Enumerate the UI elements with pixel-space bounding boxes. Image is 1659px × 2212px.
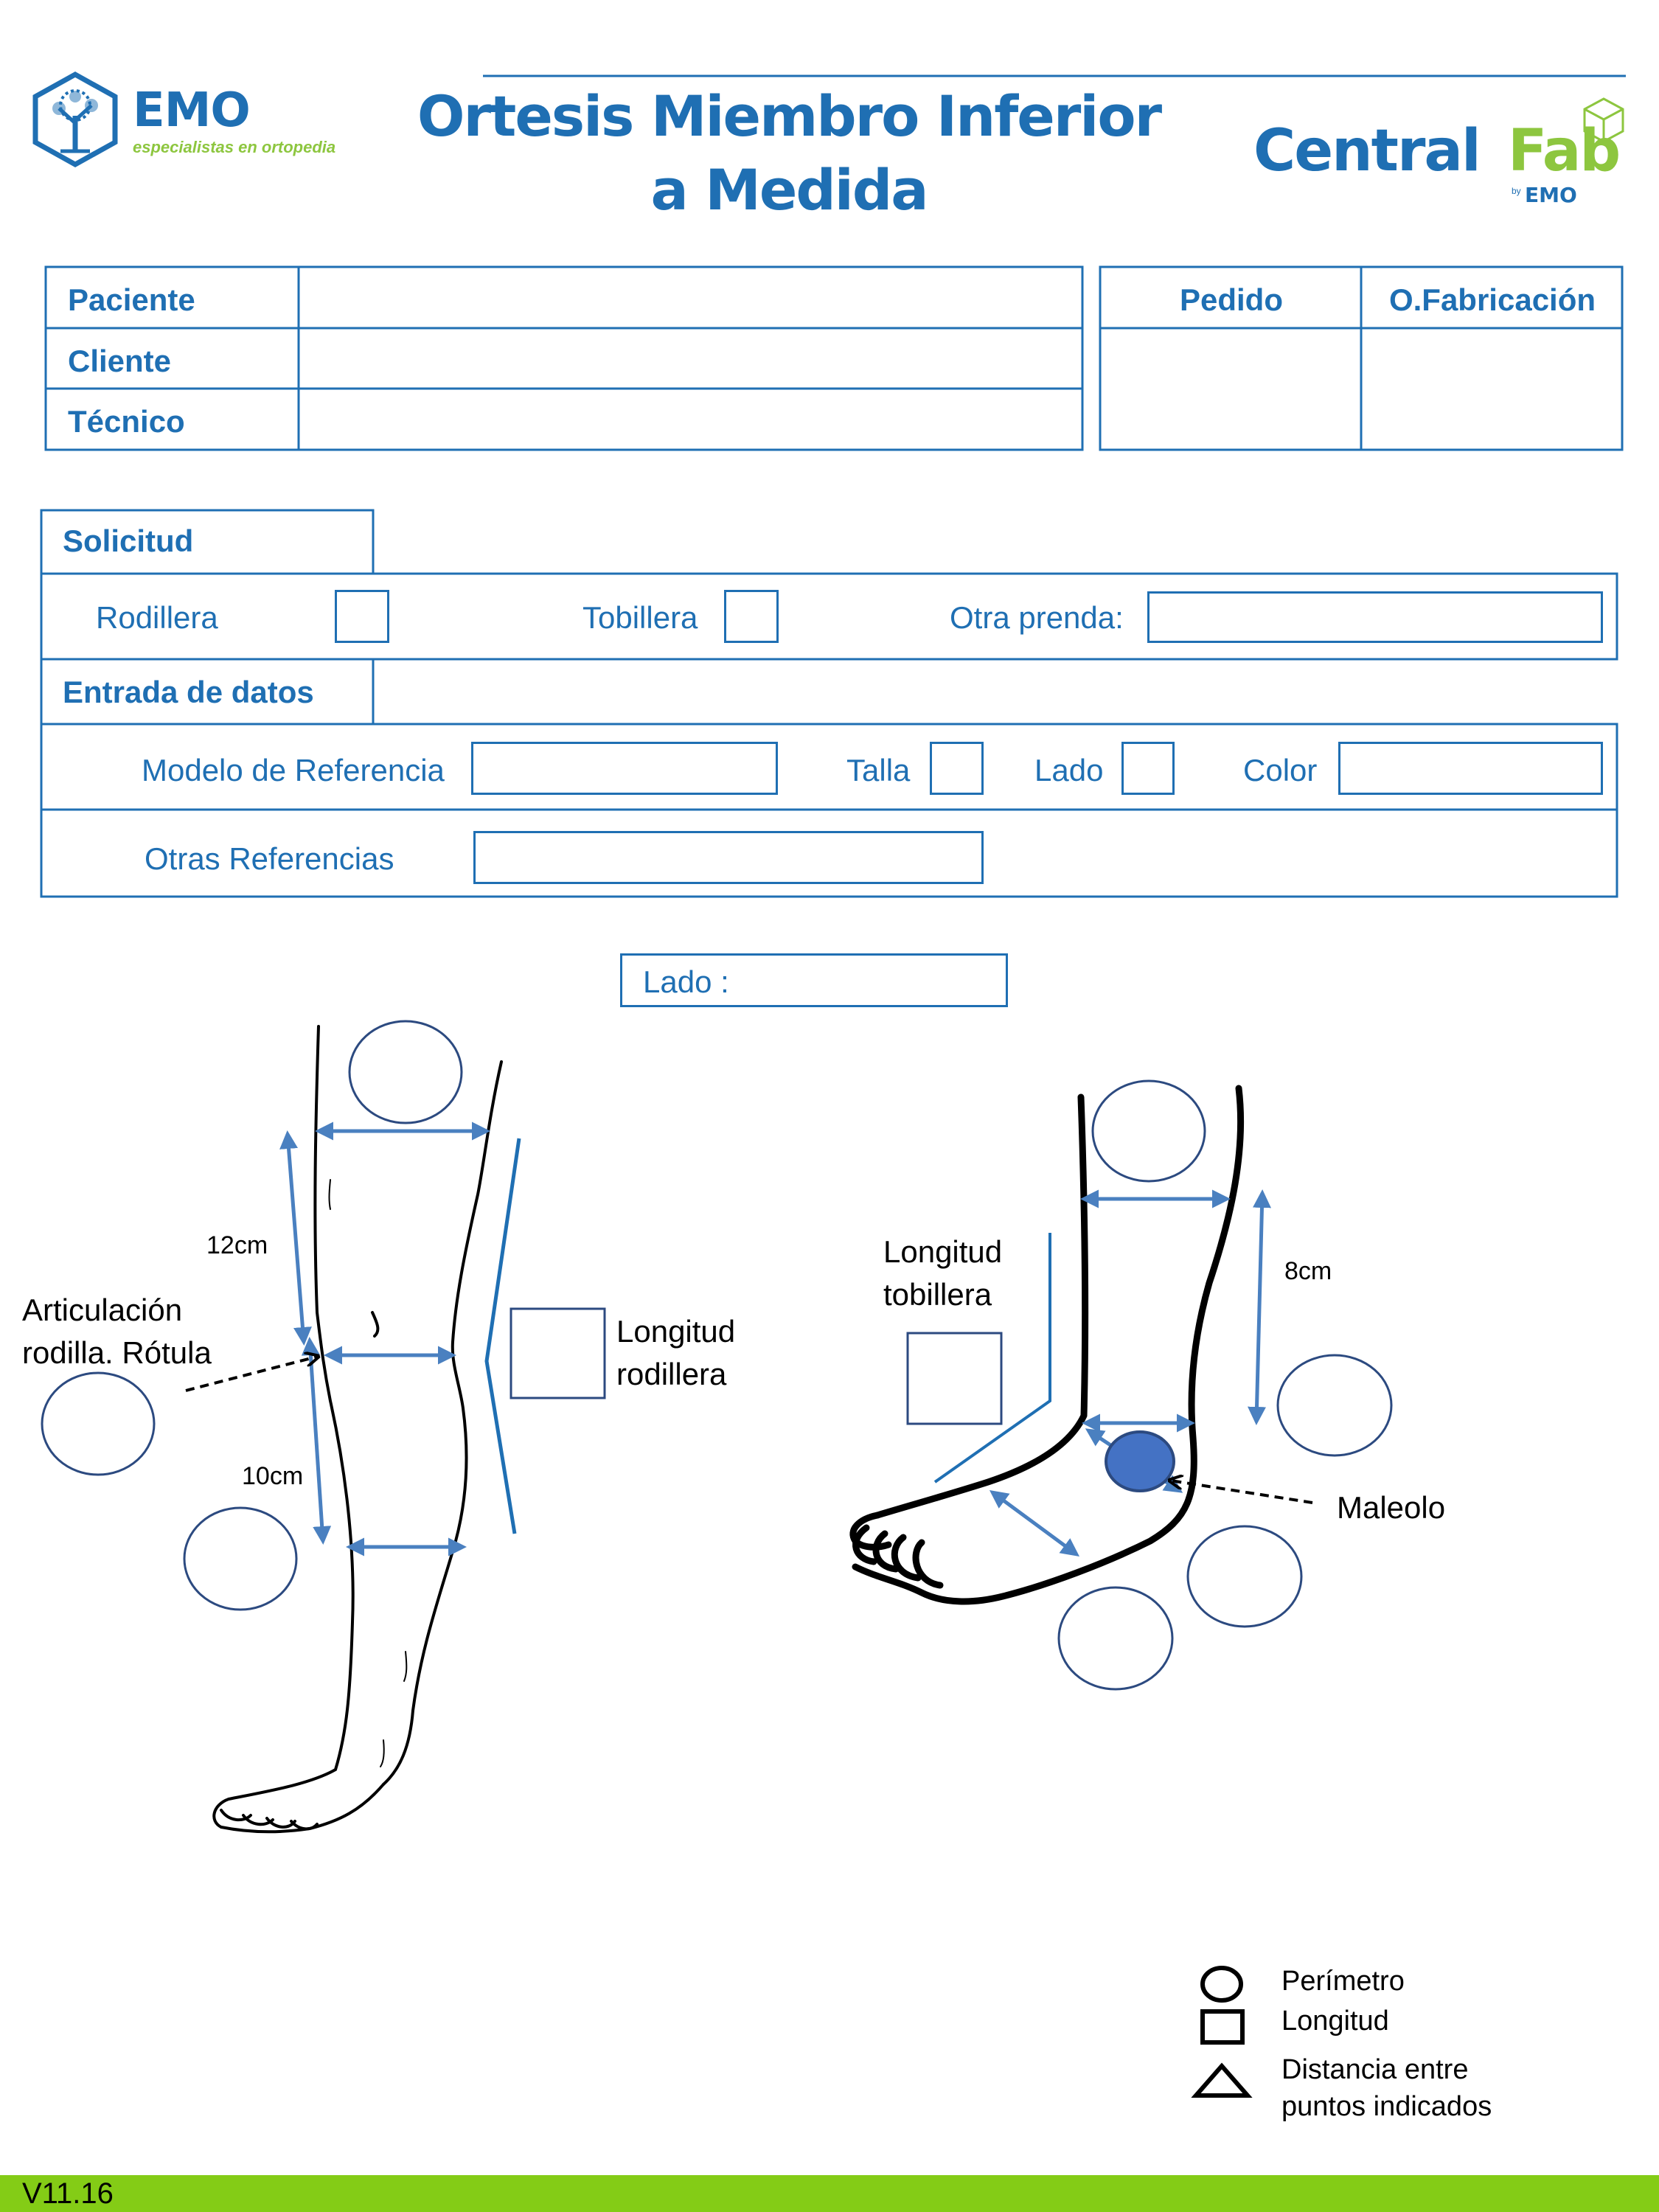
talla-label: Talla	[846, 753, 911, 787]
otras-referencias-input[interactable]	[473, 831, 984, 884]
page-title-line1: Ortesis Miembro Inferior	[417, 83, 1162, 149]
lado-side-label: Lado :	[643, 964, 729, 999]
tobillera-label: Tobillera	[582, 600, 698, 635]
entrada-title: Entrada de datos	[63, 675, 314, 709]
ankle-length-square	[906, 1332, 1003, 1425]
pedido-header: Pedido	[1179, 282, 1283, 317]
request-form-grid	[40, 509, 1618, 898]
modelo-label: Modelo de Referencia	[142, 753, 445, 787]
ankle-diagram	[849, 1079, 1393, 1691]
perimeter-circle	[183, 1506, 298, 1611]
articulacion-label-line1: Articulación	[22, 1293, 183, 1327]
color-label: Color	[1243, 753, 1318, 787]
knee-diagram	[41, 1020, 606, 1834]
legend-triangle-icon	[1191, 2062, 1253, 2098]
maleolo-label: Maleolo	[1337, 1490, 1446, 1525]
lado-checkbox[interactable]	[1121, 742, 1175, 795]
paciente-label: Paciente	[68, 282, 195, 317]
cliente-label: Cliente	[68, 344, 172, 378]
tobillera-checkbox[interactable]	[724, 590, 779, 643]
perimeter-circle	[348, 1020, 463, 1124]
legend-longitud: Longitud	[1281, 2006, 1389, 2037]
ankle-length-line	[933, 1233, 1051, 1484]
ankle-distance: 8cm	[1284, 1257, 1332, 1285]
centralfab-logo: Central Fab by EMO	[1253, 96, 1637, 214]
ofabricacion-header: O.Fabricación	[1388, 282, 1596, 317]
rodillera-label: Rodillera	[96, 600, 218, 635]
knee-upper-distance: 12cm	[206, 1231, 268, 1259]
patient-table-grid	[44, 265, 1624, 451]
knee-length-square	[509, 1307, 606, 1399]
legend-circle-icon	[1200, 1966, 1243, 2003]
modelo-input[interactable]	[471, 742, 778, 795]
version-label: V11.16	[22, 2177, 114, 2210]
lado-label: Lado	[1034, 753, 1104, 787]
perimeter-circle	[1091, 1079, 1206, 1183]
emo-logo-tagline: especialistas en ortopedia	[133, 138, 336, 156]
centralfab-logo-central: Central	[1253, 118, 1481, 184]
centralfab-logo-fab: Fab	[1508, 118, 1621, 184]
emo-logo-name: EMO	[133, 83, 251, 138]
longitud-tobillera-line1: Longitud	[883, 1234, 1003, 1269]
talla-checkbox[interactable]	[930, 742, 984, 795]
emo-tree-icon	[32, 71, 118, 168]
legend-perimetro: Perímetro	[1281, 1966, 1405, 1997]
malleolus-marker	[1105, 1430, 1175, 1492]
perimeter-circle	[41, 1371, 156, 1476]
legend-distancia-line2: puntos indicados	[1281, 2091, 1492, 2122]
leg-outline	[212, 1025, 503, 1834]
centralfab-logo-emo: EMO	[1525, 183, 1577, 207]
knee-length-line	[484, 1138, 521, 1534]
otra-prenda-label: Otra prenda:	[950, 600, 1124, 635]
lado-side-field[interactable]: Lado :	[620, 953, 1008, 1007]
emo-logo: EMO especialistas en ortopedia	[29, 70, 339, 173]
rodillera-checkbox[interactable]	[335, 590, 389, 643]
centralfab-logo-by: by	[1512, 186, 1521, 196]
legend-icons	[1191, 1966, 1253, 2098]
perimeter-circle	[1186, 1525, 1303, 1628]
page-title: Ortesis Miembro Inferior a Medida	[383, 80, 1194, 227]
longitud-tobillera-line2: tobillera	[883, 1277, 992, 1312]
foot-outline	[849, 1085, 1245, 1605]
knee-lower-distance: 10cm	[242, 1462, 304, 1490]
footer-bar	[0, 2175, 1659, 2212]
perimeter-circle	[1057, 1586, 1174, 1691]
longitud-rodillera-line1: Longitud	[616, 1314, 736, 1349]
color-input[interactable]	[1338, 742, 1603, 795]
header-top-rule	[483, 74, 1626, 77]
legend-square-icon	[1200, 2009, 1245, 2045]
solicitud-title: Solicitud	[63, 524, 194, 558]
tecnico-label: Técnico	[68, 404, 185, 439]
cube-icon	[1583, 97, 1624, 143]
legend-distancia-line1: Distancia entre	[1281, 2054, 1469, 2085]
articulacion-label-line2: rodilla. Rótula	[22, 1335, 212, 1370]
otra-prenda-input[interactable]	[1147, 591, 1603, 643]
longitud-rodillera-line2: rodillera	[616, 1357, 727, 1391]
page-title-line2: a Medida	[650, 157, 928, 223]
perimeter-circle	[1276, 1354, 1393, 1457]
otras-referencias-label: Otras Referencias	[145, 841, 394, 876]
